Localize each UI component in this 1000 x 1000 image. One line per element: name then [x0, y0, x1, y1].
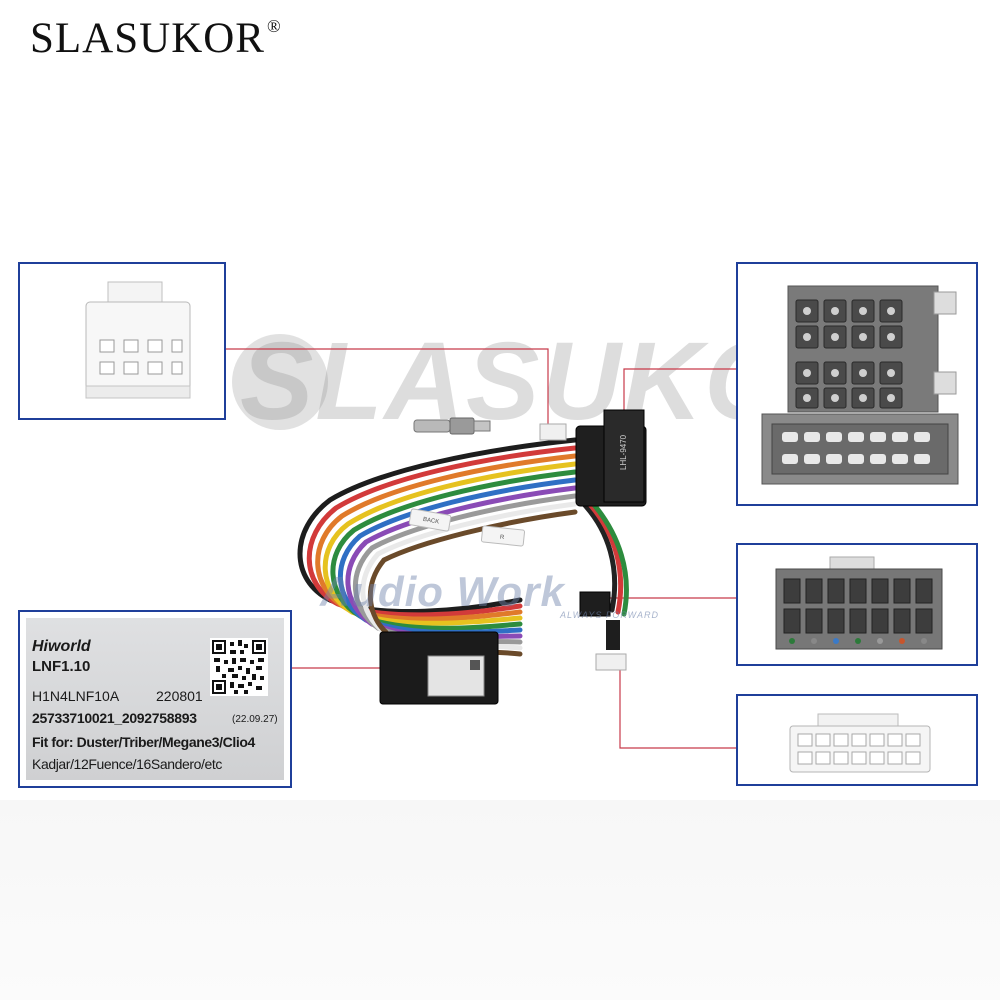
connector-box-bottom-right: [736, 694, 978, 786]
label-code: H1N4LNF10A: [32, 688, 120, 704]
qr-code-icon: [210, 638, 268, 696]
label-fit-line-2: Kadjar/12Fuence/16Sandero/etc: [32, 756, 222, 772]
leader-line-bottom-right: [619, 668, 737, 749]
connector-box-top-left: [18, 262, 226, 420]
canbus-module: [379, 631, 499, 705]
label-model: LNF1.10: [32, 658, 91, 675]
grey-iso-connector-image: [761, 285, 959, 485]
connector-box-top-right: [736, 262, 978, 506]
wire-tag-back: BACK: [422, 517, 439, 526]
brand-name: SLASUKOR: [30, 15, 265, 62]
brand-logo: SLASUKOR®: [30, 14, 282, 63]
product-label-card: Hiworld LNF1.10 H1N4LNF10A 220801 25: [18, 610, 292, 788]
label-date-code: 220801: [156, 688, 203, 704]
antenna-adapter: [413, 417, 491, 435]
white-6pin-connector-image: [85, 281, 191, 399]
leader-line-top-left: [224, 348, 549, 425]
connector-box-middle-right: [736, 543, 978, 666]
label-fit-line-1: Fit for: Duster/Triber/Megane3/Clio4: [32, 734, 255, 750]
white-16pin-connector-image: [789, 713, 931, 773]
label-serial-date: (22.09.27): [232, 714, 278, 725]
bottom-background: [0, 800, 1000, 1000]
main-black-connector: LHL-9470: [575, 409, 647, 507]
audiowork-tagline: ALWAYS FORWARD: [560, 610, 660, 620]
grey-multipin-connector-image: [775, 556, 943, 650]
product-label: Hiworld LNF1.10 H1N4LNF10A 220801 25: [26, 618, 284, 780]
wire-tag-right: R: [499, 535, 505, 541]
label-brand: Hiworld: [32, 638, 91, 655]
leader-line-top-right: [623, 368, 737, 420]
watermark-circle: [232, 334, 328, 430]
registered-mark: ®: [267, 16, 282, 36]
connector-marking: LHL-9470: [619, 434, 628, 470]
audiowork-logo: Audio Work: [320, 568, 565, 615]
label-serial: 25733710021_2092758893: [32, 710, 197, 726]
